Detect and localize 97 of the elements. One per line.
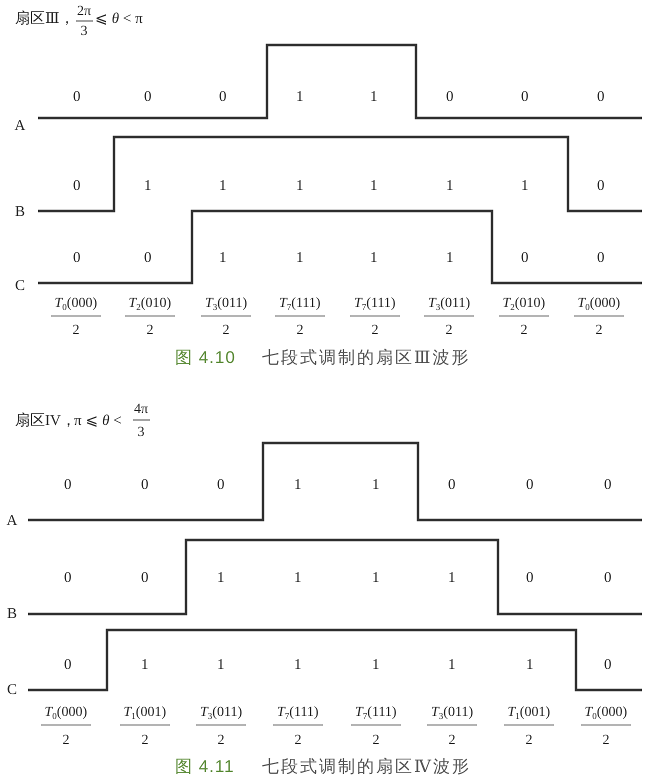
- heading-text: 扇区Ⅲ，: [15, 10, 74, 27]
- signal-name: A: [6, 512, 18, 529]
- fraction-denominator: 2: [526, 732, 532, 748]
- fraction-denominator: 2: [72, 322, 80, 338]
- bit-value: 0: [141, 570, 148, 586]
- signal-name: A: [14, 118, 26, 134]
- bit-value: 1: [296, 88, 304, 105]
- fraction-numerator: T$_{3}$(011): [200, 704, 242, 722]
- bit-value: 1: [521, 178, 528, 194]
- bit-value: 0: [73, 88, 80, 105]
- bit-value: 1: [446, 250, 454, 266]
- figure-number: 图 4.10: [175, 348, 236, 368]
- fraction-numerator: T$_{7}$(111): [279, 296, 321, 312]
- bit-value: 1: [372, 656, 380, 673]
- fraction-denominator: 2: [218, 732, 224, 748]
- bit-value: 1: [446, 178, 454, 194]
- bit-value: 0: [597, 250, 604, 266]
- bit-value: 1: [372, 570, 380, 586]
- fraction-numerator: T$_{7}$(111): [277, 704, 319, 722]
- bit-value: 1: [448, 570, 456, 586]
- fraction-denominator: 2: [296, 322, 304, 338]
- bit-value: 0: [521, 250, 528, 266]
- bit-value: 0: [219, 88, 226, 105]
- signal-name: C: [15, 278, 26, 294]
- bit-value: 1: [370, 178, 378, 194]
- fraction-denominator: 2: [372, 322, 378, 338]
- bit-value: 0: [526, 570, 534, 586]
- signal-name: C: [7, 682, 18, 698]
- bit-value: 1: [294, 476, 302, 493]
- fraction-denominator: 3: [138, 424, 144, 440]
- bit-value: 0: [448, 476, 456, 493]
- fraction-denominator: 2: [142, 732, 148, 748]
- fraction-numerator: T$_{3}$(011): [431, 704, 474, 722]
- bit-value: 0: [597, 88, 604, 105]
- fraction-numerator: 2π: [77, 4, 92, 19]
- fraction-numerator: T$_{2}$(010): [502, 296, 546, 312]
- bit-value: 1: [296, 250, 304, 266]
- bit-value: 0: [64, 476, 72, 493]
- figure-caption: 七段式调制的扇区Ⅳ波形: [262, 758, 471, 776]
- fraction-numerator: T$_{7}$(111): [354, 296, 396, 312]
- bit-value: 1: [526, 656, 534, 673]
- bit-value: 0: [526, 476, 534, 493]
- bit-value: 1: [144, 178, 152, 194]
- figure-caption: 七段式调制的扇区Ⅲ波形: [262, 348, 470, 368]
- heading-text: ⩽ θ < π: [95, 10, 143, 27]
- fraction-denominator: 2: [222, 322, 230, 338]
- bit-value: 1: [294, 656, 302, 673]
- fraction-numerator: T$_{7}$(111): [355, 704, 397, 722]
- bit-value: 0: [73, 178, 80, 194]
- bit-value: 0: [604, 476, 612, 493]
- bit-value: 0: [144, 250, 152, 266]
- bit-value: 0: [64, 570, 72, 586]
- fraction-numerator: T$_{0}$(000): [54, 296, 98, 312]
- bit-value: 1: [296, 178, 304, 194]
- fraction-denominator: 2: [372, 732, 380, 748]
- signal-name: B: [15, 204, 26, 220]
- bit-value: 0: [217, 476, 224, 493]
- fraction-numerator: T$_{0}$(000): [44, 704, 88, 722]
- bit-value: 1: [294, 570, 302, 586]
- fraction-denominator: 2: [602, 732, 610, 748]
- bit-value: 1: [219, 178, 226, 194]
- bit-value: 1: [448, 656, 456, 673]
- bit-value: 1: [217, 570, 224, 586]
- bit-value: 0: [521, 88, 528, 105]
- fraction-numerator: T$_{3}$(011): [205, 296, 248, 312]
- fraction-numerator: T$_{0}$(000): [584, 704, 628, 722]
- heading-text: π ⩽ θ <: [74, 412, 122, 429]
- fraction-numerator: T$_{1}$(001): [124, 704, 166, 722]
- signal-name: B: [7, 606, 18, 622]
- fraction-denominator: 3: [80, 24, 88, 39]
- bit-value: 0: [144, 88, 152, 105]
- fraction-denominator: 2: [596, 322, 602, 338]
- figure-number: 图 4.11: [175, 758, 235, 776]
- fraction-denominator: 2: [294, 732, 302, 748]
- fraction-numerator: T$_{3}$(011): [428, 296, 470, 312]
- bit-value: 0: [446, 88, 454, 105]
- fraction-numerator: T$_{2}$(010): [128, 296, 172, 312]
- bit-value: 0: [64, 656, 72, 673]
- bit-value: 1: [370, 88, 378, 105]
- fraction-numerator: T$_{0}$(000): [578, 296, 620, 312]
- fraction-numerator: T$_{1}$(001): [508, 704, 550, 722]
- bit-value: 0: [141, 476, 148, 493]
- bit-value: 1: [370, 250, 378, 266]
- fraction-denominator: 2: [520, 322, 528, 338]
- bit-value: 0: [73, 250, 80, 266]
- fraction-denominator: 2: [448, 732, 456, 748]
- bit-value: 1: [217, 656, 224, 673]
- bit-value: 0: [597, 178, 604, 194]
- bit-value: 0: [604, 570, 612, 586]
- bit-value: 1: [141, 656, 148, 673]
- fraction-denominator: 2: [446, 322, 452, 338]
- fraction-denominator: 2: [146, 322, 154, 338]
- fraction-numerator: 4π: [134, 402, 148, 417]
- bit-value: 0: [604, 656, 612, 673]
- bit-value: 1: [372, 476, 380, 493]
- fraction-denominator: 2: [62, 732, 70, 748]
- bit-value: 1: [219, 250, 226, 266]
